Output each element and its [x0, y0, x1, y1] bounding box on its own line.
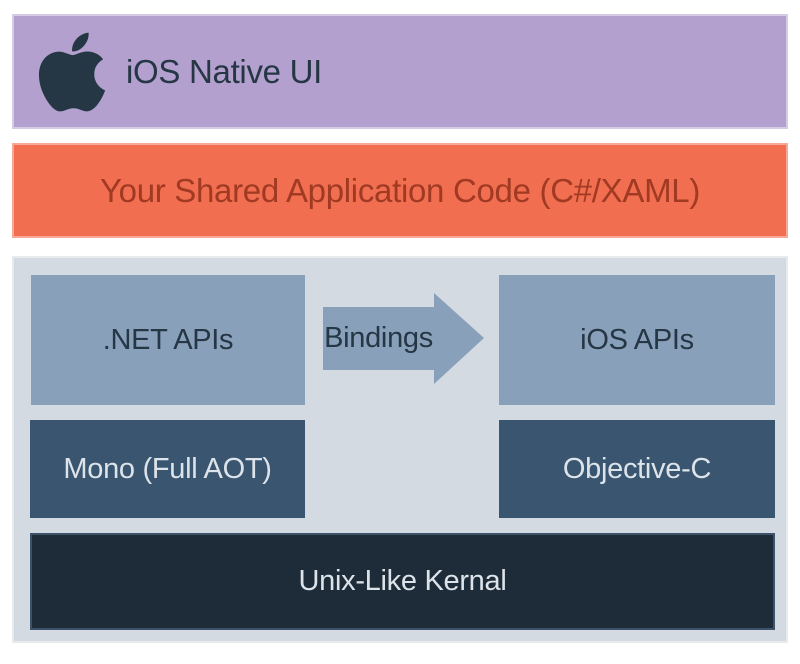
- objective-c-box: Objective-C: [499, 420, 775, 518]
- unix-kernel-box: Unix-Like Kernal: [30, 533, 775, 630]
- bindings-label: Bindings: [324, 322, 433, 354]
- bindings-arrow-head-icon: [434, 293, 484, 384]
- runtime-panel: .NET APIs Bindings iOS APIs Mono (Full A…: [12, 256, 788, 643]
- net-apis-label: .NET APIs: [102, 323, 234, 356]
- shared-code-layer: Your Shared Application Code (C#/XAML): [12, 143, 788, 238]
- mono-label: Mono (Full AOT): [63, 452, 272, 485]
- bindings-arrow: Bindings: [323, 307, 434, 370]
- apple-icon: [38, 32, 106, 111]
- unix-kernel-label: Unix-Like Kernal: [298, 565, 507, 597]
- native-ui-label: iOS Native UI: [126, 52, 322, 90]
- shared-code-label: Your Shared Application Code (C#/XAML): [99, 171, 701, 209]
- net-apis-box: .NET APIs: [31, 275, 305, 405]
- ios-apis-box: iOS APIs: [499, 275, 775, 405]
- ios-native-ui-layer: iOS Native UI: [12, 14, 788, 129]
- ios-apis-label: iOS APIs: [580, 323, 694, 356]
- objective-c-label: Objective-C: [562, 452, 712, 485]
- mono-runtime-box: Mono (Full AOT): [30, 420, 305, 518]
